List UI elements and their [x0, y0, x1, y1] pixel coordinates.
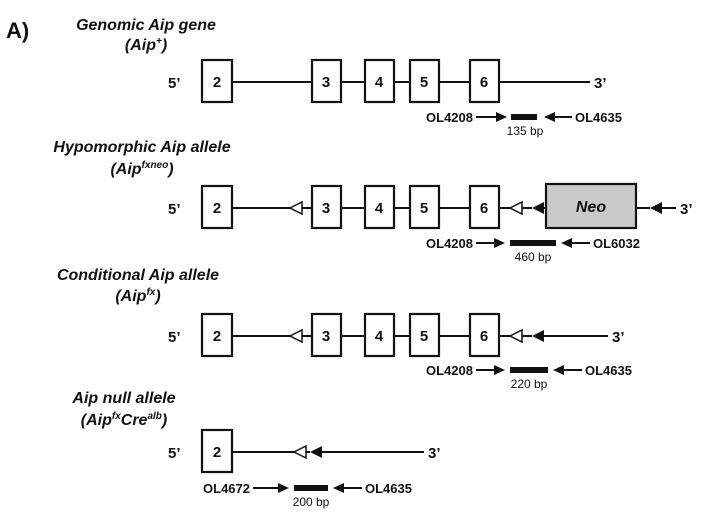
loxp-site-icon	[508, 328, 523, 344]
frt-site-icon	[650, 202, 662, 214]
primer-left-arrowhead	[494, 238, 505, 248]
exon-box	[408, 184, 441, 230]
frt-site-icon	[532, 202, 544, 214]
primer-right-label: OL4635	[585, 363, 632, 378]
loxp-site-icon	[508, 200, 523, 216]
product-size-label: 460 bp	[515, 250, 552, 264]
exon-box	[363, 312, 396, 358]
exon-box	[310, 58, 343, 104]
exon-label: 2	[213, 200, 221, 217]
primer-left-label: OL4208	[426, 363, 473, 378]
product-size-label: 200 bp	[293, 495, 330, 509]
construct-subtitle: (Aipfxneo)	[110, 160, 173, 178]
construct-null: Aip null allele (AipfxCrealb) 5’ 3’ 2 OL…	[71, 390, 440, 509]
construct-subtitle: (Aipfx)	[115, 287, 160, 305]
exon-label: 5	[420, 74, 428, 91]
construct-subtitle: (Aip+)	[125, 36, 167, 54]
frt-site-icon	[310, 446, 322, 458]
three-prime-label: 3’	[428, 445, 441, 462]
construct-hypomorphic: Hypomorphic Aip allele (Aipfxneo) 5’ 3’ …	[53, 139, 692, 264]
construct-title: Conditional Aip allele	[57, 267, 219, 284]
three-prime-label: 3’	[612, 329, 625, 346]
exon-box	[408, 58, 441, 104]
panel-label: A)	[6, 18, 29, 43]
three-prime-label: 3’	[594, 75, 607, 92]
exon-label: 3	[322, 74, 330, 91]
loxp-site-icon	[288, 200, 303, 216]
exon-label: 2	[213, 328, 221, 345]
neo-cassette-label: Neo	[576, 199, 606, 216]
loxp-site-icon	[288, 328, 303, 344]
primer-right-label: OL4635	[575, 110, 622, 125]
exon-label: 3	[322, 328, 330, 345]
construct-title: Aip null allele	[71, 390, 175, 407]
primer-left-label: OL4672	[203, 481, 250, 496]
primer-left-arrowhead	[494, 365, 505, 375]
five-prime-label: 5’	[168, 75, 181, 92]
exon-label: 2	[213, 74, 221, 91]
exon-label: 4	[375, 328, 384, 345]
exon-box	[408, 312, 441, 358]
exon-box	[200, 428, 234, 474]
five-prime-label: 5’	[168, 201, 181, 218]
exon-box	[468, 312, 501, 358]
exon-box	[310, 312, 343, 358]
exon-box	[468, 184, 501, 230]
product-size-label: 220 bp	[511, 377, 548, 391]
exon-box	[363, 184, 396, 230]
five-prime-label: 5’	[168, 445, 181, 462]
exon-box	[200, 58, 234, 104]
primer-right-arrowhead	[333, 483, 344, 493]
three-prime-label: 3’	[680, 201, 693, 218]
exon-label: 5	[420, 328, 428, 345]
primer-left-arrowhead	[496, 112, 507, 122]
construct-title: Genomic Aip gene	[76, 17, 216, 34]
primer-right-arrowhead	[544, 112, 555, 122]
primer-left-label: OL4208	[426, 110, 473, 125]
exon-box	[310, 184, 343, 230]
exon-box	[200, 184, 234, 230]
frt-site-icon	[532, 330, 544, 342]
loxp-site-icon	[292, 444, 307, 460]
exon-box	[468, 58, 501, 104]
product-size-label: 135 bp	[507, 124, 544, 138]
pcr-product-bar	[510, 240, 556, 246]
primer-right-arrowhead	[553, 365, 564, 375]
exon-label: 4	[375, 200, 384, 217]
pcr-product-bar	[511, 114, 537, 120]
exon-label: 4	[375, 74, 384, 91]
construct-subtitle: (AipfxCrealb)	[81, 411, 167, 429]
exon-box	[200, 312, 234, 358]
pcr-product-bar	[294, 485, 328, 491]
exon-label: 6	[480, 200, 488, 217]
exon-label: 2	[213, 444, 221, 461]
primer-left-label: OL4208	[426, 236, 473, 251]
exon-label: 5	[420, 200, 428, 217]
five-prime-label: 5’	[168, 329, 181, 346]
primer-right-arrowhead	[561, 238, 572, 248]
construct-conditional: Conditional Aip allele (Aipfx) 5’ 3’ 2 3…	[57, 267, 632, 391]
primer-right-label: OL4635	[365, 481, 412, 496]
exon-box	[363, 58, 396, 104]
primer-left-arrowhead	[278, 483, 289, 493]
construct-title: Hypomorphic Aip allele	[53, 139, 230, 156]
construct-genomic: Genomic Aip gene (Aip+) 5’ 3’ 2 3 4 5 6 …	[76, 17, 622, 138]
neo-cassette-box	[544, 182, 638, 230]
exon-label: 6	[480, 328, 488, 345]
exon-label: 3	[322, 200, 330, 217]
exon-label: 6	[480, 74, 488, 91]
primer-right-label: OL6032	[593, 236, 640, 251]
pcr-product-bar	[510, 367, 548, 373]
